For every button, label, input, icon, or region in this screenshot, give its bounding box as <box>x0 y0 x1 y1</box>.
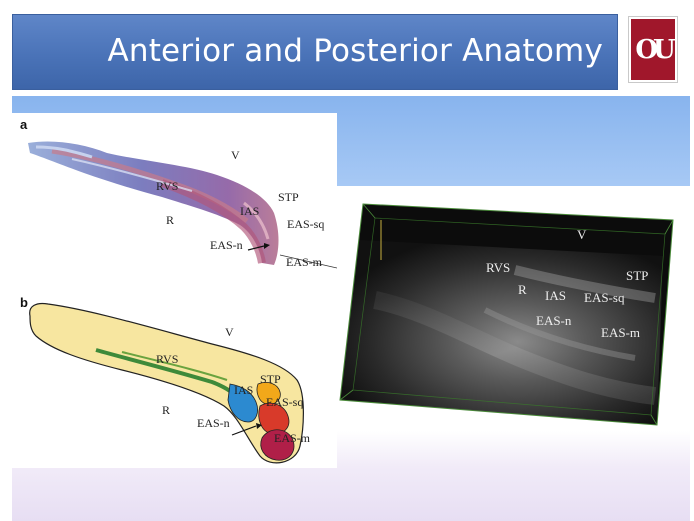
figure-a-eas-sq-label: EAS-sq <box>287 217 324 232</box>
title-bar: Anterior and Posterior Anatomy <box>12 14 618 90</box>
logo-monogram: OU <box>635 35 670 65</box>
figure-a-eas-m-label: EAS-m <box>286 255 322 270</box>
ultrasound-rvs-label: RVS <box>486 260 510 276</box>
slide-title: Anterior and Posterior Anatomy <box>107 33 603 69</box>
figure-b-ias-label: IAS <box>234 383 253 398</box>
figure-a-rvs-label: RVS <box>156 179 178 194</box>
figure-a-r-label: R <box>166 213 174 228</box>
figure-a-v-label: V <box>231 148 240 163</box>
figure-a-stp-label: STP <box>278 190 299 205</box>
ultrasound-eas-sq-label: EAS-sq <box>584 290 624 306</box>
figure-b-r-label: R <box>162 403 170 418</box>
figure-b-rvs-label: RVS <box>156 352 178 367</box>
ultrasound-eas-m-label: EAS-m <box>601 325 640 341</box>
ultrasound-stp-label: STP <box>626 268 648 284</box>
figure-a-label: a <box>20 117 27 132</box>
figure-a-eas-n-label: EAS-n <box>210 238 243 253</box>
figure-b-eas-m-label: EAS-m <box>274 431 310 446</box>
ultrasound-v-label: V <box>577 227 586 243</box>
anatomy-figure-panel: a V RVS R STP IAS EAS-sq EAS-n EAS-m b V… <box>12 113 337 468</box>
figure-a-ias-label: IAS <box>240 204 259 219</box>
figure-b-label: b <box>20 295 28 310</box>
university-logo: OU <box>629 17 677 82</box>
ultrasound-eas-n-label: EAS-n <box>536 313 571 329</box>
figure-b-v-label: V <box>225 325 234 340</box>
figure-b-stp-label: STP <box>260 372 281 387</box>
figure-b-eas-sq-label: EAS-sq <box>266 395 303 410</box>
ultrasound-r-label: R <box>518 282 527 298</box>
ultrasound-image <box>335 190 691 430</box>
figure-b-eas-n-label: EAS-n <box>197 416 230 431</box>
ultrasound-ias-label: IAS <box>545 288 566 304</box>
